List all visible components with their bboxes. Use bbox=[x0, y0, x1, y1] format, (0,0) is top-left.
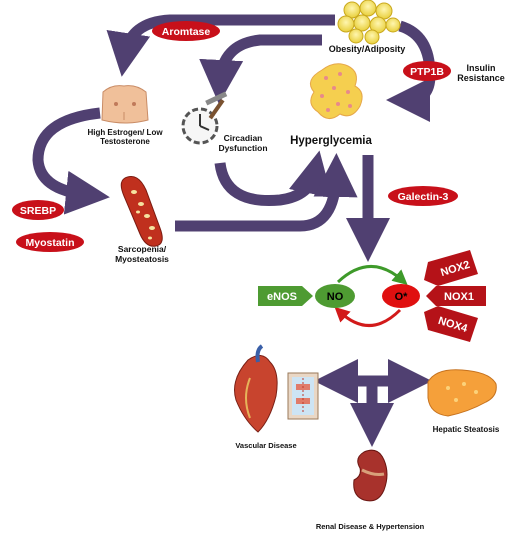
srebp-label: SREBP bbox=[20, 205, 56, 217]
mediator-pills: Aromtase PTP1B SREBP Myostatin Galectin-… bbox=[12, 21, 458, 252]
broken-clock-icon bbox=[181, 91, 228, 145]
estrogen-label: High Estrogen/ Low Testosterone bbox=[87, 128, 163, 147]
pathway-arrows bbox=[32, 14, 436, 447]
enos-label: eNOS bbox=[267, 291, 297, 303]
glucose-cluster-icon bbox=[309, 63, 363, 119]
galectin3-label: Galectin-3 bbox=[398, 191, 449, 203]
heart-icon bbox=[234, 344, 278, 433]
enos-arrow-box bbox=[258, 286, 313, 306]
renal-label: Renal Disease & Hypertension bbox=[316, 522, 425, 531]
fat-cells-icon bbox=[337, 0, 401, 45]
ptp1b-pill bbox=[403, 61, 451, 81]
no-node bbox=[315, 284, 355, 308]
circadian-label: Circadian Dysfunction bbox=[218, 133, 268, 153]
arrow-sarcopenia-to-hyperglycemia bbox=[175, 153, 358, 232]
sarcopenia-label: Sarcopenia/ Myosteatosis bbox=[115, 244, 169, 264]
arrow-no-to-superoxide bbox=[336, 265, 408, 285]
obesity-label: Obesity/Adiposity bbox=[329, 44, 406, 54]
ptp1b-label: PTP1B bbox=[410, 66, 444, 78]
galectin3-pill bbox=[388, 186, 458, 206]
myostatin-label: Myostatin bbox=[25, 237, 74, 249]
arrow-circadian-to-hyperglycemia bbox=[214, 150, 333, 207]
nox1-arrow-box bbox=[426, 286, 486, 306]
superoxide-node bbox=[382, 284, 420, 308]
nox1-label: NOX1 bbox=[444, 291, 474, 303]
arrow-superoxide-to-no bbox=[334, 306, 402, 327]
myostatin-pill bbox=[16, 232, 84, 252]
superoxide-label: O* bbox=[395, 291, 409, 303]
muscle-icon bbox=[120, 176, 163, 247]
no-label: NO bbox=[327, 291, 344, 303]
blood-vessel-icon bbox=[287, 372, 319, 420]
redox-cycle bbox=[258, 250, 486, 342]
arrow-obesity-to-estrogen bbox=[106, 14, 335, 77]
hepatic-label: Hepatic Steatosis bbox=[433, 425, 500, 434]
hyperglycemia-label: Hyperglycemia bbox=[290, 135, 372, 147]
liver-icon bbox=[427, 369, 497, 417]
aromatase-pill bbox=[152, 21, 220, 41]
male-torso-icon bbox=[101, 85, 149, 124]
nox2-arrow-box bbox=[424, 250, 478, 286]
arrow-estrogen-to-sarcopenia bbox=[32, 107, 110, 215]
insulin-resistance-label: Insulin Resistance bbox=[457, 63, 505, 84]
srebp-pill bbox=[12, 200, 64, 220]
arrow-obesity-to-circadian bbox=[199, 34, 322, 104]
vascular-label: Vascular Disease bbox=[235, 441, 296, 450]
aromatase-label: Aromtase bbox=[162, 26, 211, 38]
nox4-arrow-box bbox=[424, 306, 478, 342]
kidney-icon bbox=[353, 449, 388, 502]
